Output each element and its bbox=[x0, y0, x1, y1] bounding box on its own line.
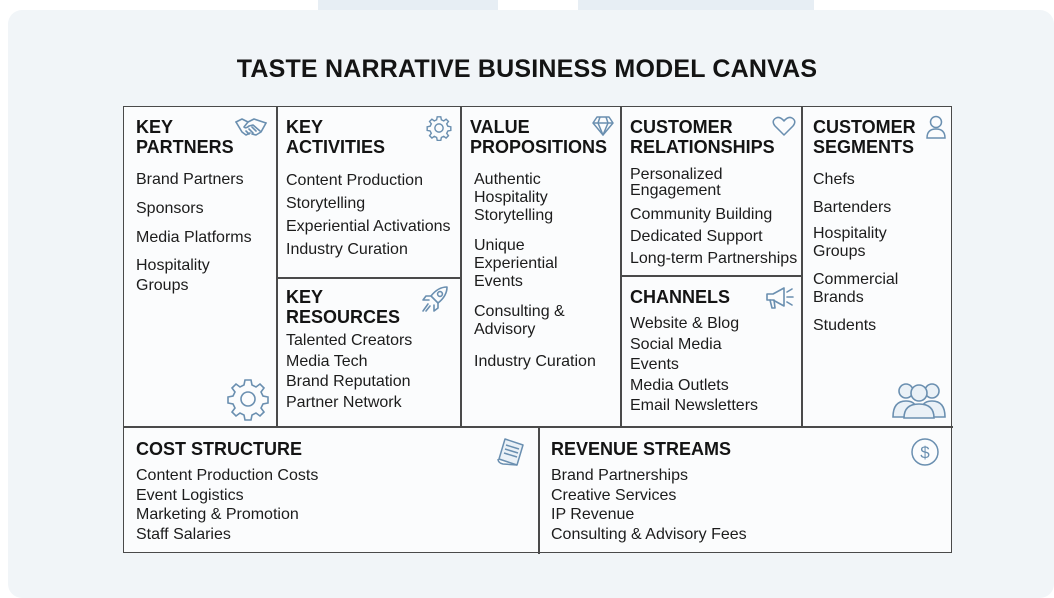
list-item: Unique Experiential Events bbox=[474, 237, 558, 290]
list-item: Media Outlets bbox=[630, 376, 729, 394]
divider bbox=[620, 107, 622, 428]
key-resources-header: KEY RESOURCES bbox=[286, 287, 401, 327]
list-item: Brand Partnerships bbox=[551, 467, 688, 484]
top-decoration bbox=[318, 0, 498, 10]
document-icon bbox=[495, 437, 527, 467]
top-decoration bbox=[578, 0, 814, 10]
cost-structure-list: Content Production Costs Event Logistics… bbox=[136, 466, 318, 544]
list-item: Website & Blog bbox=[630, 315, 740, 332]
divider bbox=[124, 426, 953, 428]
key-partners-section: KEY PARTNERS Brand Partners Sponsors Med… bbox=[124, 107, 276, 427]
customer-segments-header: CUSTOMER SEGMENTS bbox=[813, 117, 916, 157]
list-item: Sponsors bbox=[136, 200, 204, 217]
list-item: Brand Reputation bbox=[286, 373, 411, 390]
dollar-icon: $ bbox=[910, 437, 940, 467]
list-item: Hospitality Groups bbox=[813, 225, 887, 260]
list-item: Bartenders bbox=[813, 199, 892, 216]
value-propositions-section: VALUE PROPOSITIONS Authentic Hospitality… bbox=[460, 107, 620, 427]
key-resources-list: Talented Creators Media Tech Brand Reput… bbox=[286, 331, 412, 413]
list-item: Dedicated Support bbox=[630, 228, 763, 245]
channels-section: CHANNELS Website & Blog Social Media Eve… bbox=[621, 276, 801, 427]
business-model-canvas: KEY PARTNERS Brand Partners Sponsors Med… bbox=[123, 106, 953, 554]
divider bbox=[460, 107, 462, 428]
revenue-streams-header: REVENUE STREAMS bbox=[551, 439, 732, 459]
list-item: Hospitality Groups bbox=[136, 257, 210, 294]
list-item: Marketing & Promotion bbox=[136, 506, 299, 523]
divider bbox=[276, 277, 460, 279]
list-item: Creative Services bbox=[551, 486, 677, 504]
divider bbox=[276, 107, 278, 428]
list-item: Partner Network bbox=[286, 393, 402, 411]
handshake-icon bbox=[234, 115, 268, 139]
customer-relationships-section: CUSTOMER RELATIONSHIPS Personalized Enga… bbox=[621, 107, 801, 275]
svg-text:$: $ bbox=[920, 443, 930, 462]
list-item: Storytelling bbox=[286, 195, 366, 212]
list-item: Industry Curation bbox=[286, 241, 408, 258]
list-item: Talented Creators bbox=[286, 332, 413, 349]
value-propositions-header: VALUE PROPOSITIONS bbox=[470, 117, 608, 157]
key-activities-header: KEY ACTIVITIES bbox=[286, 117, 386, 157]
list-item: Content Production Costs bbox=[136, 467, 319, 484]
key-activities-list: Content Production Storytelling Experien… bbox=[286, 169, 451, 261]
list-item: Event Logistics bbox=[136, 486, 244, 504]
gear-icon bbox=[426, 115, 452, 141]
list-item: Content Production bbox=[286, 172, 423, 189]
revenue-streams-section: REVENUE STREAMS $ Brand Partnerships Cre… bbox=[539, 427, 953, 554]
customer-segments-list: Chefs Bartenders Hospitality Groups Comm… bbox=[813, 169, 898, 337]
gear-icon bbox=[226, 377, 270, 421]
revenue-streams-list: Brand Partnerships Creative Services IP … bbox=[551, 466, 747, 544]
list-item: Personalized Engagement bbox=[630, 166, 723, 199]
key-activities-section: KEY ACTIVITIES Content Production Storyt… bbox=[276, 107, 460, 277]
cost-structure-section: COST STRUCTURE Content Production Costs … bbox=[124, 427, 538, 554]
customer-segments-section: CUSTOMER SEGMENTS Chefs Bartenders Hospi… bbox=[802, 107, 953, 427]
list-item: Students bbox=[813, 317, 877, 334]
list-item: Social Media bbox=[630, 335, 722, 353]
users-icon bbox=[892, 379, 946, 419]
list-item: Staff Salaries bbox=[136, 525, 231, 543]
list-item: Long-term Partnerships bbox=[630, 250, 798, 267]
list-item: Consulting & Advisory bbox=[474, 303, 565, 338]
list-item: Media Tech bbox=[286, 352, 368, 370]
list-item: Industry Curation bbox=[474, 353, 596, 370]
list-item: Experiential Activations bbox=[286, 218, 451, 235]
list-item: Commercial Brands bbox=[813, 271, 899, 306]
list-item: Media Platforms bbox=[136, 229, 252, 246]
list-item: Authentic Hospitality Storytelling bbox=[474, 171, 554, 224]
key-resources-section: KEY RESOURCES Talented Creators Media Te… bbox=[276, 278, 460, 427]
value-propositions-list: Authentic Hospitality Storytelling Uniqu… bbox=[474, 171, 596, 371]
list-item: Consulting & Advisory Fees bbox=[551, 525, 747, 543]
divider bbox=[801, 107, 803, 428]
divider bbox=[538, 427, 540, 554]
rocket-icon bbox=[420, 284, 450, 314]
key-partners-header: KEY PARTNERS bbox=[136, 117, 234, 157]
list-item: Events bbox=[630, 356, 679, 373]
key-partners-list: Brand Partners Sponsors Media Platforms … bbox=[136, 169, 252, 296]
list-item: Chefs bbox=[813, 171, 855, 188]
diamond-icon bbox=[591, 115, 615, 137]
customer-relationships-list: Personalized Engagement Community Buildi… bbox=[630, 167, 797, 270]
list-item: Community Building bbox=[630, 206, 773, 223]
customer-relationships-header: CUSTOMER RELATIONSHIPS bbox=[630, 117, 775, 157]
heart-icon bbox=[772, 115, 796, 137]
channels-header: CHANNELS bbox=[630, 287, 731, 307]
cost-structure-header: COST STRUCTURE bbox=[136, 439, 302, 459]
list-item: IP Revenue bbox=[551, 506, 635, 523]
list-item: Email Newsletters bbox=[630, 397, 759, 414]
user-icon bbox=[925, 114, 947, 140]
divider bbox=[620, 275, 801, 277]
megaphone-icon bbox=[764, 285, 796, 311]
channels-list: Website & Blog Social Media Events Media… bbox=[630, 314, 758, 417]
page-title: TASTE NARRATIVE BUSINESS MODEL CANVAS bbox=[236, 55, 818, 83]
list-item: Brand Partners bbox=[136, 171, 244, 188]
